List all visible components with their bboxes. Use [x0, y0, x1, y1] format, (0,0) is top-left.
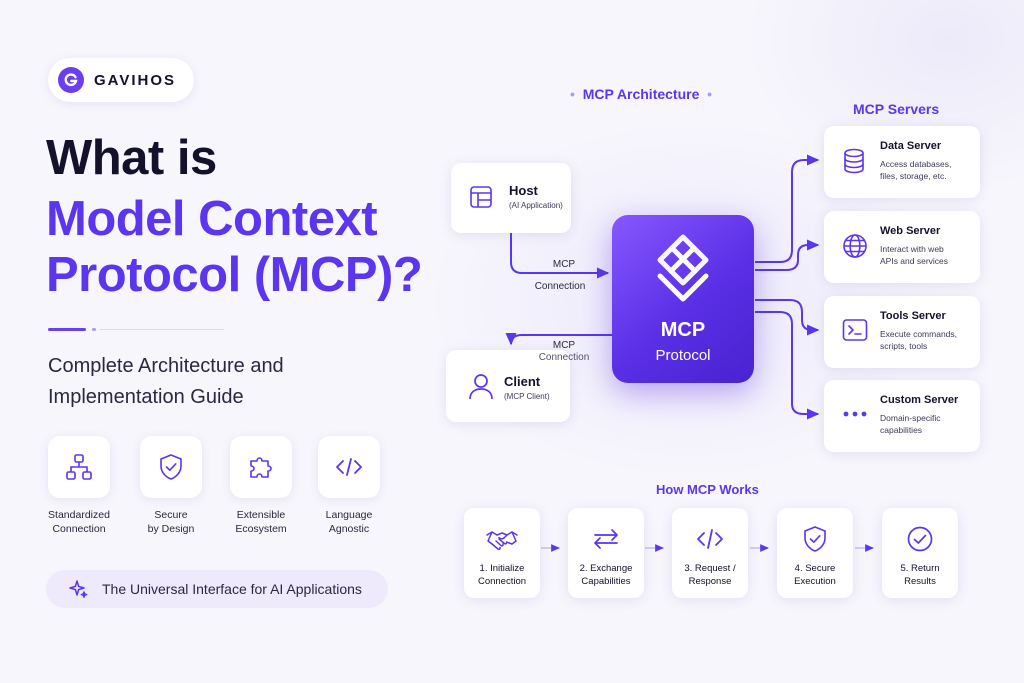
feature-card-secure [140, 436, 202, 498]
host-subtitle: (AI Application) [509, 201, 563, 210]
mcp-logo-icon [657, 234, 709, 302]
client-node: Client (MCP Client) [446, 350, 570, 422]
puzzle-icon [250, 457, 272, 478]
feature-card-standardized [48, 436, 110, 498]
tagline-text: The Universal Interface for AI Applicati… [102, 581, 362, 597]
step-3-card: 3. Request /Response [672, 508, 748, 598]
client-subtitle: (MCP Client) [504, 392, 550, 401]
headline-divider [48, 328, 224, 331]
data-server-title: Data Server [880, 140, 942, 152]
subtitle-line-1: Complete Architecture and [48, 355, 284, 377]
ellipsis-icon [843, 411, 867, 417]
client-connection-label-line-1: MCP [552, 340, 576, 351]
feature-card-extensible [230, 436, 292, 498]
host-connection-label-line-2: Connection [534, 281, 586, 292]
terminal-icon [842, 319, 868, 341]
user-icon [469, 374, 493, 400]
code-icon [697, 529, 723, 549]
host-node: Host (AI Application) [451, 163, 571, 233]
globe-icon [843, 234, 867, 258]
web-server-title: Web Server [880, 225, 941, 237]
handshake-icon [486, 531, 518, 551]
brand-name: GAVIHOS [94, 71, 177, 89]
headline-line-3: Protocol (MCP)? [46, 248, 423, 302]
data-server-desc: Access databases,files, storage, etc. [880, 159, 952, 181]
tools-server-desc: Execute commands,scripts, tools [880, 329, 958, 351]
tools-server-title: Tools Server [880, 310, 946, 322]
hub-subtitle: Protocol [655, 347, 711, 364]
servers-title: MCP Servers [853, 101, 940, 117]
headline-line-2: Model Context [46, 192, 378, 246]
brand-logo-icon [58, 67, 84, 93]
subtitle: Complete Architecture and Implementation… [48, 351, 368, 413]
code-icon [336, 458, 362, 476]
headline-line-1: What is [46, 131, 217, 185]
shield-check-icon [804, 526, 826, 552]
app-window-icon [470, 186, 492, 208]
tagline-pill: The Universal Interface for AI Applicati… [46, 570, 388, 608]
host-connection-label-line-1: MCP [552, 259, 576, 270]
step-3-label: 3. Request /Response [684, 563, 736, 587]
host-title: Host [509, 183, 538, 198]
hierarchy-icon [66, 454, 92, 480]
data-server-card: Data Server Access databases,files, stor… [824, 126, 980, 198]
subtitle-line-2: Implementation Guide [48, 386, 244, 408]
tools-server-card: Tools Server Execute commands,scripts, t… [824, 296, 980, 368]
check-circle-icon [907, 526, 933, 552]
client-title: Client [504, 374, 541, 389]
how-it-works-title: How MCP Works [656, 482, 759, 497]
mcp-protocol-hub: MCP Protocol [612, 215, 754, 383]
brand-badge: GAVIHOS [48, 58, 195, 102]
client-connection-label-line-2: Connection [538, 352, 590, 363]
shield-check-icon [160, 454, 182, 480]
swap-arrows-icon [594, 529, 618, 549]
hub-title: MCP [660, 319, 706, 341]
sparkle-icon [69, 580, 88, 598]
custom-server-title: Custom Server [880, 394, 959, 406]
database-icon [844, 148, 864, 174]
architecture-title: • MCP Architecture • [570, 86, 713, 102]
feature-card-language [318, 436, 380, 498]
